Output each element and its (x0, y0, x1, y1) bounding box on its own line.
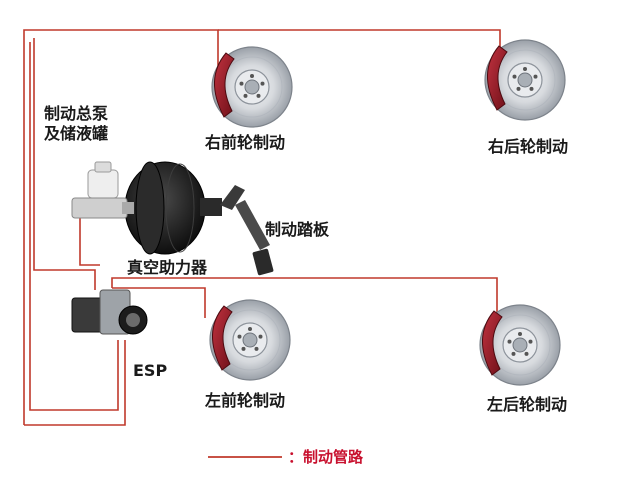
wheel-rear-right (484, 39, 566, 121)
label-rear-left: 左后轮制动 (487, 395, 568, 414)
label-esp: ESP (133, 361, 168, 380)
line-loop-bottom (24, 340, 126, 426)
line-inner-left (33, 38, 96, 290)
brake-lines (23, 29, 501, 426)
label-master-cylinder-line2: 及储液罐 (44, 124, 109, 143)
line-rear-left (111, 277, 498, 322)
brake-pedal (220, 185, 274, 276)
legend: ：制动管路 (288, 446, 363, 467)
label-brake-pedal: 制动踏板 (265, 220, 330, 239)
legend-separator: ： (288, 448, 304, 466)
wheel-front-left (209, 299, 291, 381)
line-master-esp (79, 215, 100, 266)
wheel-front-right (211, 46, 293, 128)
label-front-right: 右前轮制动 (205, 133, 286, 152)
line-front-left (112, 287, 206, 318)
wheel-rear-left (479, 304, 561, 386)
label-vacuum-booster: 真空助力器 (127, 258, 208, 277)
vacuum-booster (124, 161, 222, 255)
esp-unit (71, 289, 148, 335)
label-rear-right: 右后轮制动 (488, 137, 569, 156)
label-master-cylinder: 制动总泵 及储液罐 (44, 104, 108, 144)
line-front-right (23, 29, 219, 425)
label-master-cylinder-line1: 制动总泵 (44, 104, 109, 123)
line-inner-left-2 (29, 42, 119, 411)
legend-label: 制动管路 (303, 448, 364, 466)
master-cylinder (71, 161, 134, 219)
label-front-left: 左前轮制动 (205, 391, 286, 410)
